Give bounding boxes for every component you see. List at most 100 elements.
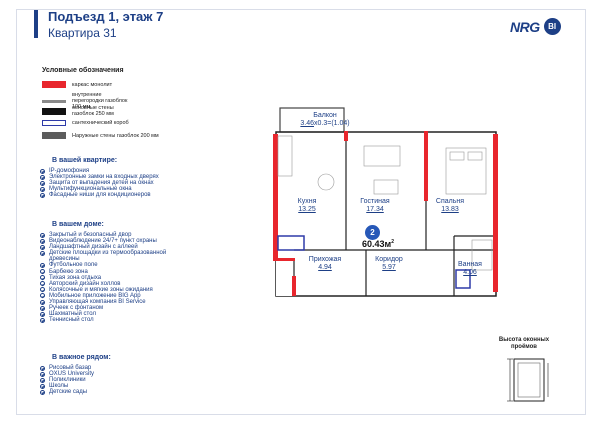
legend-item-monolith: каркас монолит [42, 81, 112, 88]
logo-word: NRG [510, 18, 540, 35]
logo-badge: BI [543, 18, 561, 35]
check-icon [40, 281, 45, 287]
check-icon [40, 192, 45, 198]
list-item: OXUS University [40, 371, 94, 377]
room-area: 13.25 [298, 206, 316, 213]
list-item: IP-домофония [40, 168, 159, 174]
check-icon [40, 383, 45, 389]
list-item: Барбекю зона [40, 269, 166, 275]
legend-swatch-red [42, 81, 66, 88]
check-icon [40, 238, 45, 244]
legend-swatch-gray [42, 99, 66, 103]
check-icon [40, 299, 45, 305]
plumbing-duct [277, 235, 305, 251]
list-item: древесины [49, 256, 80, 263]
page-frame [16, 9, 586, 415]
room-area: 5.97 [382, 264, 396, 271]
list-item: Видеонаблюдение 24/7+ пункт охраны [40, 238, 166, 244]
check-icon [40, 186, 45, 192]
section-title-nearby: В важное рядом: [52, 354, 111, 361]
legend-label: основные стены газоблок 250 мм [72, 105, 114, 117]
room-corridor: Коридор 5.97 [364, 256, 414, 272]
room-kitchen: Кухня 13.25 [287, 198, 327, 214]
room-living: Гостиная 17.34 [345, 198, 405, 214]
check-icon [40, 269, 45, 275]
list-item: Закрытый и безопасный двор [40, 232, 166, 238]
list-item: Авторский дизайн холлов [40, 281, 166, 287]
check-icon [40, 244, 45, 250]
legend-label: Наружные стены газоблок 200 мм [72, 132, 159, 139]
legend-swatch-black [42, 107, 66, 115]
check-icon [40, 389, 45, 395]
legend-item-main-walls: основные стены газоблок 250 мм [42, 105, 134, 117]
check-icon [40, 275, 45, 281]
list-item: Управляющая компания BI Service [40, 299, 166, 305]
balcony-coef: x0.3=(1.04) [314, 120, 350, 127]
room-name: Кухня [297, 198, 317, 205]
check-icon [40, 371, 45, 377]
list-item: Теннисный стол [40, 317, 166, 323]
list-item: Колясочные и мягкие зоны ожидания [40, 287, 166, 293]
list-item: Фасадные ниши для кондиционеров [40, 192, 159, 198]
floor-plan [273, 107, 498, 297]
house-features-list: Закрытый и безопасный двор Видеонаблюден… [40, 232, 166, 323]
legend-label: сантехнический короб [72, 120, 129, 126]
list-item: Рисовый базар [40, 365, 94, 371]
section-title-house: В вашем доме: [52, 221, 104, 228]
company-logo: NRG BI [510, 18, 561, 35]
nearby-list: Рисовый базар OXUS University Поликлиник… [40, 365, 94, 395]
check-icon [40, 180, 45, 186]
list-item: Шахматный стол [40, 311, 166, 317]
list-item: Электронные замки на входных дверях [40, 174, 159, 180]
list-item: Мобильное приложение BIG App [40, 293, 166, 299]
check-icon [40, 293, 45, 299]
check-icon [40, 263, 45, 269]
list-item: Ручеек с фонтаном [40, 305, 166, 311]
list-item: Детские площадки из термообразованной [40, 250, 166, 256]
area-unit-sup: 2 [391, 239, 394, 245]
list-item: Ландшафтный дизайн с аллеей [40, 244, 166, 250]
room-area: 4.94 [318, 264, 332, 271]
rooms-count-badge: 2 [365, 225, 380, 240]
room-area: 4.06 [463, 269, 477, 276]
check-icon [40, 365, 45, 371]
window-height-title: Высота оконных проёмов [498, 337, 550, 350]
total-area-value: 60.43м [362, 239, 392, 249]
room-name: Спальня [435, 198, 465, 205]
room-area: 13.83 [441, 206, 459, 213]
room-bath: Ванная 4.06 [448, 261, 492, 277]
list-item: Защита от выпадения детей на окнах [40, 180, 159, 186]
room-balcony: Балкон 3.46x0.3=(1.04) [300, 112, 350, 128]
check-icon [40, 311, 45, 317]
room-bedroom: Спальня 13.83 [425, 198, 475, 214]
apartment-subtitle: Квартира 31 [48, 26, 117, 40]
total-area: 60.43м2 [362, 239, 394, 249]
check-icon [40, 232, 45, 238]
legend-label: внутренние перегородки газоблок 100 мм [72, 92, 128, 110]
legend-title: Условные обозначения [42, 67, 124, 74]
window-height-diagram [507, 358, 549, 402]
page-title: Подъезд 1, этаж 7 [48, 9, 164, 24]
list-item: Футбольное поле [40, 262, 166, 268]
check-icon [40, 168, 45, 174]
plumbing-duct [455, 269, 471, 289]
title-accent-bar [34, 10, 38, 38]
list-item: Детские сады [40, 389, 94, 395]
room-hall: Прихожая 4.94 [300, 256, 350, 272]
section-title-apartment: В вашей квартире: [52, 157, 118, 164]
legend-item-partition: внутренние перегородки газоблок 100 мм [42, 92, 134, 110]
room-area: 3.46 [300, 120, 314, 127]
monolith-column [273, 134, 278, 260]
check-icon [40, 287, 45, 293]
check-icon [40, 377, 45, 383]
check-icon [40, 305, 45, 311]
room-name: Ванная [458, 261, 482, 268]
apartment-features-list: IP-домофония Электронные замки на входны… [40, 168, 159, 198]
room-name: Гостиная [360, 198, 390, 205]
room-name: Коридор [375, 256, 403, 263]
check-icon [40, 317, 45, 323]
list-item: Тихая зона отдыха [40, 275, 166, 281]
legend-item-duct: сантехнический короб [42, 120, 129, 126]
check-icon [40, 174, 45, 180]
room-area: 17.34 [366, 206, 384, 213]
